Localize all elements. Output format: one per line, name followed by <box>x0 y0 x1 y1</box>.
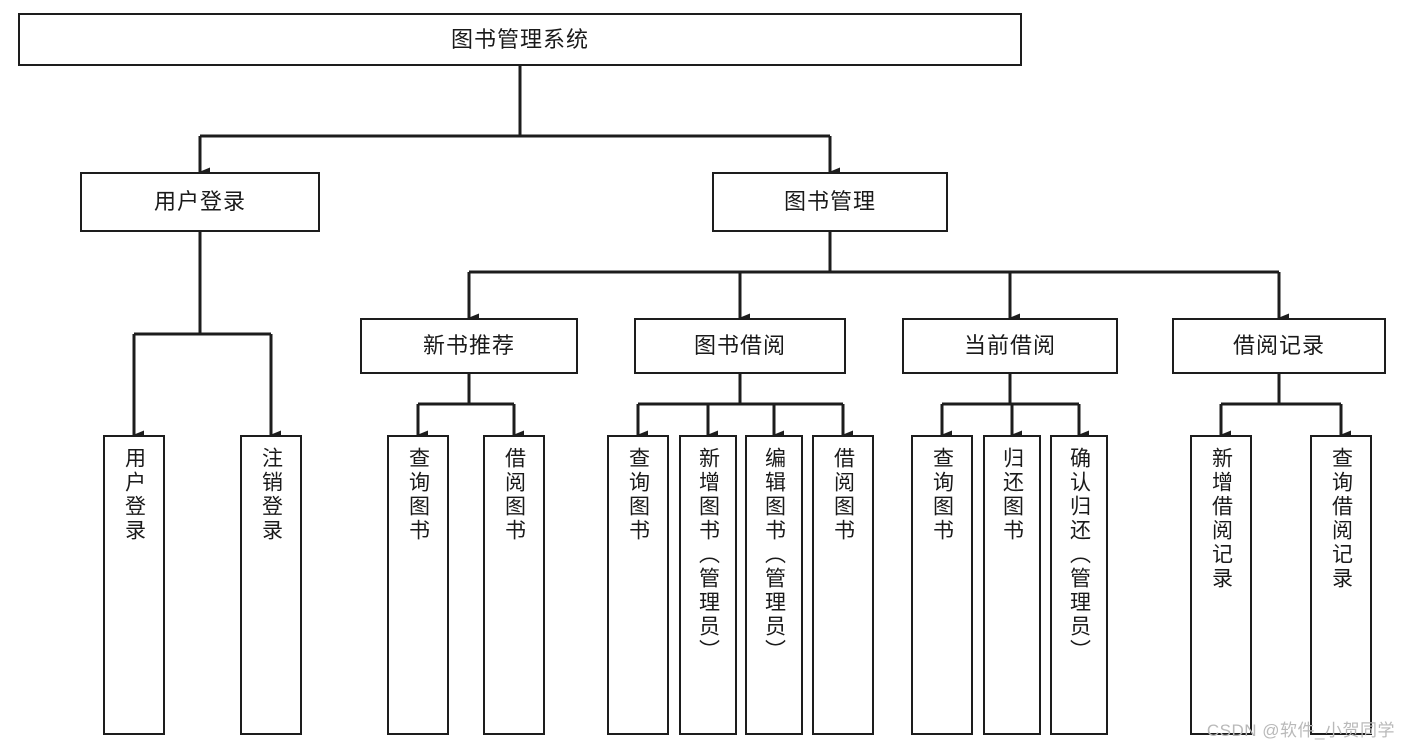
node-root[interactable]: 图书管理系统 <box>18 13 1022 66</box>
node-label: 用户登录 <box>122 447 146 543</box>
node-leaf-borrow-book-2[interactable]: 借阅图书 <box>812 435 874 735</box>
node-label: 查询图书 <box>406 447 430 543</box>
node-leaf-query-book-1[interactable]: 查询图书 <box>387 435 449 735</box>
node-label: 图书管理系统 <box>450 26 589 52</box>
node-leaf-query-record[interactable]: 查询借阅记录 <box>1310 435 1372 735</box>
node-label: 当前借阅 <box>963 333 1056 359</box>
node-leaf-add-book[interactable]: 新增图书（管理员） <box>679 435 737 735</box>
node-leaf-query-book-2[interactable]: 查询图书 <box>607 435 669 735</box>
node-label: 新增借阅记录 <box>1209 447 1233 591</box>
node-label: 归还图书 <box>1000 447 1024 543</box>
node-label: 注销登录 <box>259 447 283 543</box>
node-leaf-logout[interactable]: 注销登录 <box>240 435 302 735</box>
node-leaf-user-login[interactable]: 用户登录 <box>103 435 165 735</box>
node-label: 图书管理 <box>783 189 876 215</box>
node-label: 新书推荐 <box>422 333 515 359</box>
node-label: 确认归还（管理员） <box>1067 447 1091 663</box>
node-label: 用户登录 <box>153 189 246 215</box>
node-label: 图书借阅 <box>693 333 786 359</box>
node-label: 借阅图书 <box>502 447 526 543</box>
node-label: 编辑图书（管理员） <box>762 447 786 663</box>
node-label: 借阅图书 <box>831 447 855 543</box>
node-borrow-record[interactable]: 借阅记录 <box>1172 318 1386 374</box>
tree-connectors <box>132 66 1351 440</box>
node-label: 借阅记录 <box>1232 333 1325 359</box>
node-book-borrow[interactable]: 图书借阅 <box>634 318 846 374</box>
node-leaf-borrow-book-1[interactable]: 借阅图书 <box>483 435 545 735</box>
node-new-book-rec[interactable]: 新书推荐 <box>360 318 578 374</box>
node-leaf-query-book-3[interactable]: 查询图书 <box>911 435 973 735</box>
node-label: 查询图书 <box>930 447 954 543</box>
node-label: 新增图书（管理员） <box>696 447 720 663</box>
node-label: 查询借阅记录 <box>1329 447 1353 591</box>
node-user-login[interactable]: 用户登录 <box>80 172 320 232</box>
node-current-borrow[interactable]: 当前借阅 <box>902 318 1118 374</box>
node-leaf-add-record[interactable]: 新增借阅记录 <box>1190 435 1252 735</box>
node-label: 查询图书 <box>626 447 650 543</box>
node-book-manage[interactable]: 图书管理 <box>712 172 948 232</box>
node-leaf-return-book[interactable]: 归还图书 <box>983 435 1041 735</box>
node-leaf-confirm-ret[interactable]: 确认归还（管理员） <box>1050 435 1108 735</box>
node-leaf-edit-book[interactable]: 编辑图书（管理员） <box>745 435 803 735</box>
